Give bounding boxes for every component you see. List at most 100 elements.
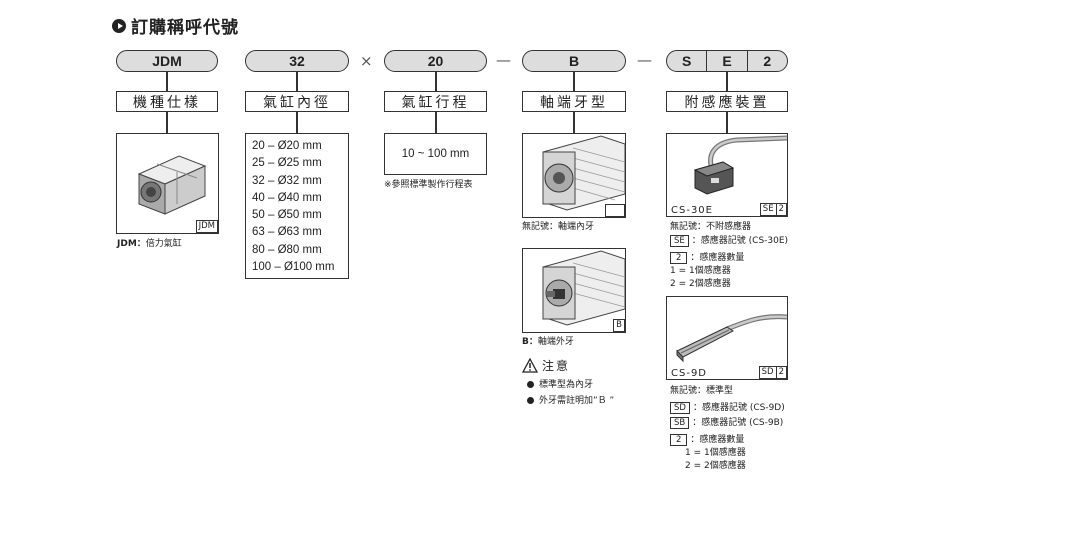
bore-size-item: 20 – Ø20 mm	[252, 140, 322, 152]
code-sensor-seg3: 2	[746, 51, 787, 71]
code-sensor-seg1: S	[681, 53, 692, 69]
sensor-cs9d-corner-b: 2	[776, 366, 787, 379]
label-rod: 軸端牙型	[522, 91, 626, 112]
sensor-tag-text: ：感應器數量	[690, 435, 745, 445]
code-stroke: 20	[384, 50, 487, 72]
page-title: 訂購稱呼代號	[112, 13, 239, 38]
sensor-count: 1 = 1個感應器	[685, 448, 746, 458]
sensor-cs30e-corner-b: 2	[776, 203, 787, 216]
sensor-tag: SE	[670, 235, 689, 247]
sensor-tag-text: ：感應器記號 (CS-30E)	[691, 236, 789, 246]
sensor-cs9d-line1: 無記號：標準型	[670, 386, 734, 396]
sensor-tag: SD	[670, 402, 690, 414]
sensor-cs9d-model: CS-9D	[671, 368, 708, 379]
connector	[166, 72, 168, 91]
sensor-cs30e-tag-row: 2：感應器數量	[670, 252, 788, 265]
page-title-text: 訂購稱呼代號	[131, 18, 239, 38]
sensor-cs9d-corner-a: SD	[758, 366, 777, 379]
connector	[166, 112, 168, 133]
model-caption-bold: JDM：	[117, 239, 146, 249]
bore-size-item: 25 – Ø25 mm	[252, 157, 322, 170]
connector	[573, 72, 575, 91]
model-corner-tag: JDM	[195, 220, 218, 233]
caution-note: 標準型為內牙	[527, 378, 593, 392]
sensor-tag-text: ：感應器記號 (CS-9D)	[692, 403, 785, 413]
label-stroke: 氣缸行程	[384, 91, 487, 112]
caution-note-text: 標準型為內牙	[539, 380, 594, 390]
connector	[573, 112, 575, 133]
code-model-text: JDM	[152, 53, 182, 69]
sensor-cs30e-image	[693, 135, 788, 195]
rod-male-caption: B：軸端外牙	[522, 335, 574, 349]
sensor-cs30e-notes: 無記號：不附感應器 SE：感應器記號 (CS-30E) 2：感應器數量 1 = …	[670, 221, 788, 291]
dash-operator-2: —	[637, 51, 652, 69]
code-rod-text: B	[568, 53, 580, 69]
rod-male-caption-bold: B：	[522, 337, 538, 347]
rod-male-cylinder-image	[542, 250, 626, 326]
play-circle-icon	[112, 18, 126, 33]
sensor-cs30e-corner-a: SE	[759, 203, 777, 216]
dash-operator-1: —	[496, 51, 511, 69]
caution-note: 外牙需註明加”Ｂ ”	[527, 394, 614, 408]
sensor-tag: 2	[670, 252, 688, 264]
rod-female-caption: 無記號：軸端內牙	[522, 222, 595, 232]
warning-icon	[522, 358, 538, 373]
sensor-tag-text: ：感應器數量	[690, 253, 745, 263]
bore-size-item: 40 – Ø40 mm	[252, 191, 322, 204]
sensor-tag: 2	[670, 434, 688, 446]
code-rod: B	[522, 50, 626, 72]
sensor-cs9d-image	[676, 314, 788, 363]
sensor-cs30e-model: CS-30E	[671, 205, 713, 216]
stroke-note: ※參照標準製作行程表	[384, 180, 473, 190]
sensor-count: 1 = 1個感應器	[670, 266, 731, 276]
connector	[435, 112, 437, 133]
code-bore-text: 32	[289, 53, 305, 69]
label-sensor: 附感應裝置	[666, 91, 788, 112]
sensor-tag: SB	[670, 417, 690, 429]
caution-note-text: 外牙需註明加”Ｂ ”	[539, 396, 615, 406]
sensor-cs9d-tag-row: SD：感應器記號 (CS-9D)	[670, 402, 785, 415]
bore-size-item: 50 – Ø50 mm	[252, 209, 322, 222]
connector	[726, 112, 728, 133]
connector	[435, 72, 437, 91]
caution-heading: 注意	[522, 357, 570, 374]
booster-cylinder-image	[137, 155, 207, 215]
bore-size-item: 63 – Ø63 mm	[252, 226, 322, 239]
caution-title: 注意	[542, 359, 571, 373]
bore-size-item: 32 – Ø32 mm	[252, 174, 322, 187]
code-bore: 32	[245, 50, 349, 72]
rod-female-corner	[605, 204, 625, 217]
code-model: JDM	[116, 50, 218, 72]
model-caption: JDM：倍力氣缸	[117, 237, 182, 251]
sensor-cs9d-tag-row: SB：感應器記號 (CS-9B)	[670, 417, 785, 430]
model-image-box: JDM	[116, 133, 219, 234]
code-sensor-seg2: E	[706, 51, 746, 71]
connector	[726, 72, 728, 91]
rod-female-image-box	[522, 133, 626, 218]
label-model: 機種仕樣	[116, 91, 218, 112]
sensor-cs30e-tag-row: SE：感應器記號 (CS-30E)	[670, 235, 788, 248]
times-operator: ×	[360, 52, 373, 70]
bore-size-item: 100 – Ø100 mm	[252, 261, 335, 274]
connector	[296, 72, 298, 91]
code-stroke-text: 20	[427, 53, 444, 69]
sensor-cs30e-line1: 無記號：不附感應器	[670, 222, 752, 232]
rod-male-corner-tag: B	[613, 319, 625, 332]
rod-male-image-box: B	[522, 248, 626, 333]
sensor-cs9d-tag-row: 2：感應器數量	[670, 434, 785, 447]
model-caption-text: 倍力氣缸	[145, 239, 182, 249]
sensor-count: 2 = 2個感應器	[685, 461, 746, 471]
bullet-icon	[527, 397, 534, 404]
rod-male-caption-text: 軸端外牙	[537, 337, 574, 347]
bore-size-item: 80 – Ø80 mm	[252, 243, 322, 256]
sensor-count: 2 = 2個感應器	[670, 279, 731, 289]
bullet-icon	[527, 381, 534, 388]
code-sensor: S E 2	[666, 50, 788, 72]
connector	[296, 112, 298, 133]
bore-size-list: 20 – Ø20 mm 25 – Ø25 mm 32 – Ø32 mm 40 –…	[245, 133, 349, 279]
stroke-range-box: 10 ~ 100 mm	[384, 133, 487, 175]
